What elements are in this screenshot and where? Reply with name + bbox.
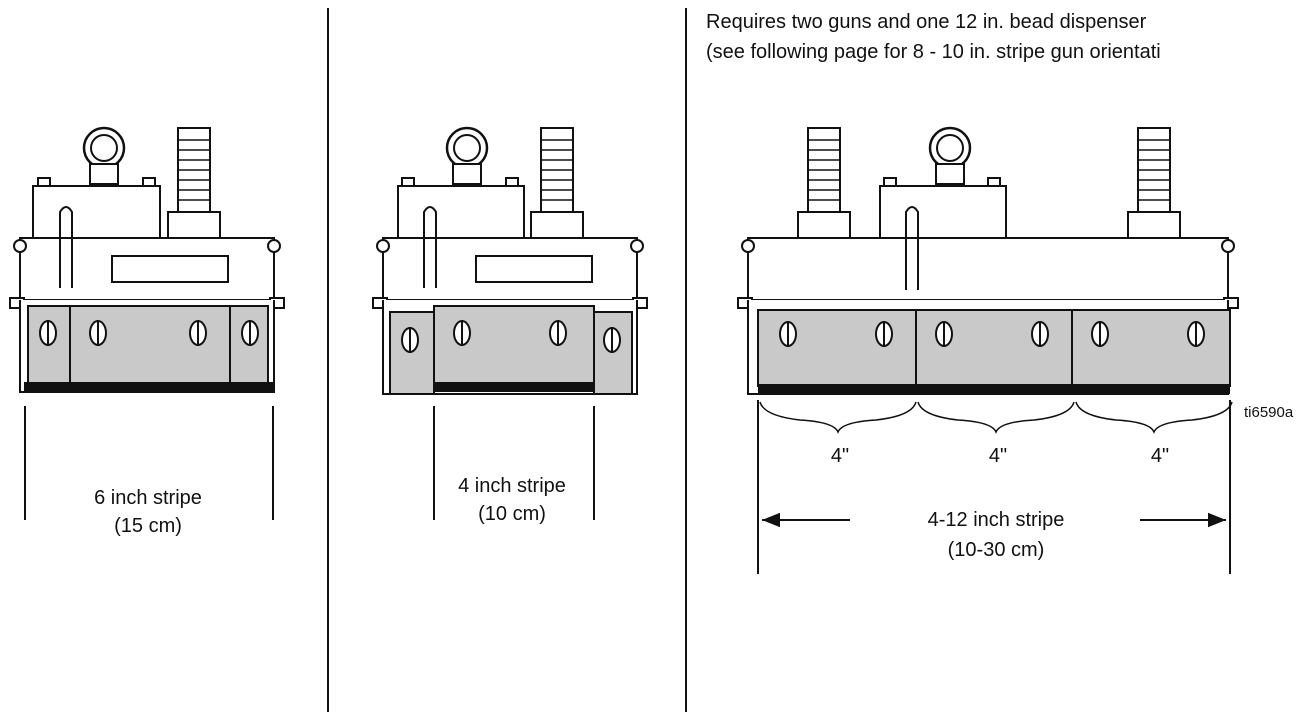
stripe-label-12in: 4-12 inch stripe xyxy=(927,509,1065,531)
metric-label-12in: (10-30 cm) xyxy=(947,539,1045,561)
gun-assembly-12in xyxy=(737,126,1239,395)
segment-braces xyxy=(759,401,1233,435)
stripe-label-6in: 6 inch stripe xyxy=(94,487,202,509)
note-line-1: Requires two guns and one 12 in. bead di… xyxy=(706,11,1147,33)
figure-id: ti6590a xyxy=(1244,404,1294,421)
metric-label-6in: (15 cm) xyxy=(114,515,182,537)
gun-assembly-4in xyxy=(372,126,648,395)
stripe-label-4in: 4 inch stripe xyxy=(458,475,566,497)
segment-label-3: 4" xyxy=(1150,445,1170,467)
note-line-2: (see following page for 8 - 10 in. strip… xyxy=(706,41,1161,63)
segment-label-2: 4" xyxy=(988,445,1008,467)
segment-label-1: 4" xyxy=(830,445,850,467)
metric-label-4in: (10 cm) xyxy=(478,503,546,525)
gun-assembly-6in xyxy=(9,126,285,393)
